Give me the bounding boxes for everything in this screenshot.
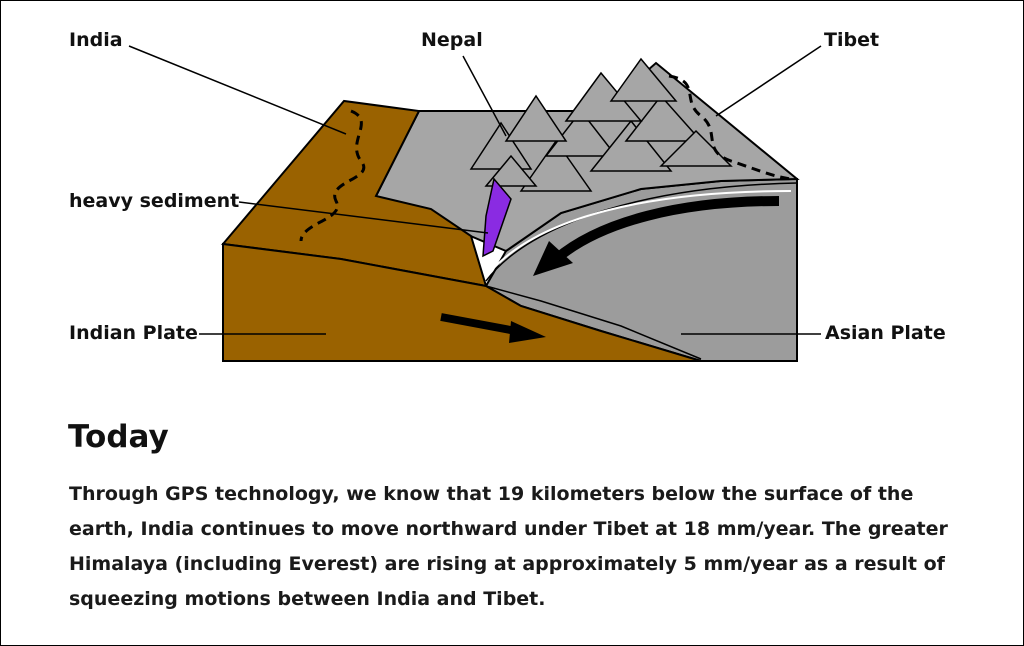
india-border-dashed — [299, 109, 366, 242]
heavy-sediment-leader-line — [238, 201, 489, 234]
asian-plate-label: Asian Plate — [825, 322, 946, 344]
asian-plate-arrowhead — [533, 241, 573, 276]
heavy-sediment-wedge — [482, 177, 512, 258]
india-label: India — [69, 29, 123, 51]
tibet-plateau-top — [374, 61, 800, 253]
india-leader-line — [128, 45, 347, 135]
indian-plate-motion-arrow — [440, 313, 517, 335]
tibet-border-dashed — [668, 74, 792, 181]
section-body-text: Through GPS technology, we know that 19 … — [69, 483, 948, 610]
section-heading: Today — [68, 419, 169, 455]
heavy-sediment-label: heavy sediment — [69, 190, 240, 212]
indian-plate-front — [222, 242, 702, 362]
himalaya-mountains — [469, 57, 733, 192]
indian-plate-slab-edge — [485, 285, 702, 360]
indian-plate-label: Indian Plate — [69, 322, 198, 344]
asian-plate-motion-arrow — [552, 196, 780, 263]
indian-plate-arrowhead — [509, 321, 546, 343]
tibet-leader-line — [715, 45, 822, 117]
nepal-label: Nepal — [421, 29, 483, 51]
tibet-label: Tibet — [824, 29, 880, 51]
nepal-leader-line — [462, 55, 507, 137]
plate-tectonics-diagram — [128, 45, 822, 362]
subduction-layer-line — [490, 190, 792, 272]
